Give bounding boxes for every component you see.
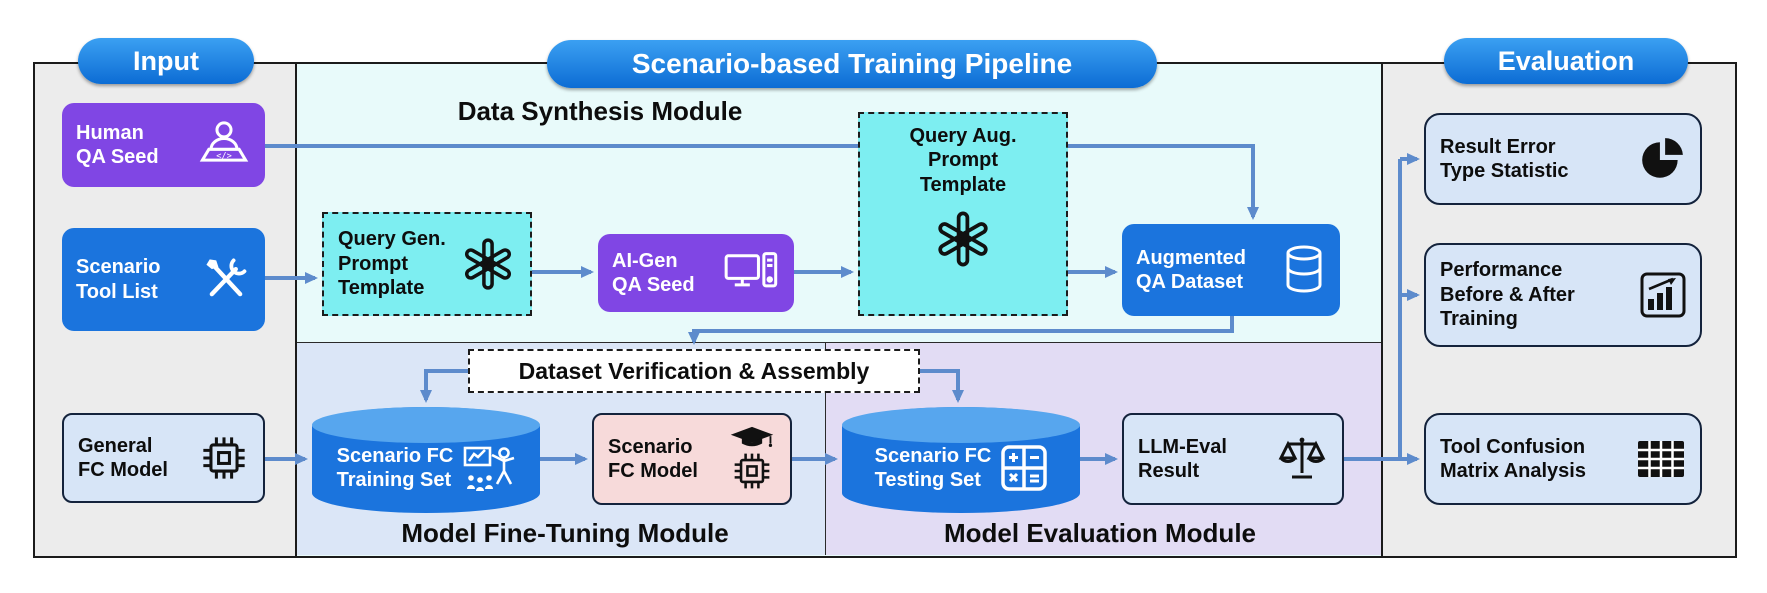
svg-text:</>: </> [216,152,232,162]
tool-confusion-matrix-label: Tool Confusion Matrix Analysis [1440,435,1586,482]
performance-before-after-label: Performance Before & After Training [1440,259,1575,331]
bar-chart-icon [1640,272,1686,318]
dataset-verification-node: Dataset Verification & Assembly [468,349,920,393]
result-error-statistic-node: Result Error Type Statistic [1424,113,1702,205]
scenario-tool-list-label: Scenario Tool List [76,256,161,303]
ai-gen-qa-seed-label: AI-Gen QA Seed [612,249,695,296]
pie-chart-icon [1638,135,1686,183]
graduation-cap-chip-icon [728,426,776,492]
human-qa-seed-node: Human QA Seed </> [62,103,265,187]
llm-eval-result-node: LLM-Eval Result [1122,413,1344,505]
computer-workstation-icon [724,251,780,295]
evaluation-section-title: Evaluation [1444,38,1688,84]
calculator-icon [1001,445,1048,491]
fine-tuning-module-title: Model Fine-Tuning Module [401,518,729,548]
scenario-fc-testing-set-node: Scenario FC Testing Set [842,407,1080,513]
pipeline-section-title: Scenario-based Training Pipeline [547,40,1157,88]
input-section-title: Input [78,38,254,84]
query-gen-template-node: Query Gen. Prompt Template [322,212,532,316]
scenario-tool-list-node: Scenario Tool List [62,228,265,331]
general-fc-model-node: General FC Model [62,413,265,503]
general-fc-model-label: General FC Model [78,434,168,481]
query-gen-template-label: Query Gen. Prompt Template [338,228,446,300]
table-grid-icon [1636,439,1686,479]
human-qa-seed-label: Human QA Seed [76,121,159,168]
augmented-qa-dataset-label: Augmented QA Dataset [1136,246,1246,293]
scenario-fc-model-node: Scenario FC Model [592,413,792,505]
database-icon [1282,244,1326,296]
training-set-label: Scenario FC Training Set [336,444,454,491]
teacher-presentation-icon [463,445,515,491]
tool-confusion-matrix-node: Tool Confusion Matrix Analysis [1424,413,1702,505]
result-error-statistic-label: Result Error Type Statistic [1440,135,1569,182]
scenario-fc-training-set-node: Scenario FC Training Set [312,407,540,513]
query-aug-template-node: Query Aug. Prompt Template [858,112,1068,316]
dataset-verification-label: Dataset Verification & Assembly [518,357,870,384]
openai-logo-icon [933,209,993,269]
performance-before-after-node: Performance Before & After Training [1424,243,1702,347]
query-aug-template-label: Query Aug. Prompt Template [909,125,1017,196]
augmented-qa-dataset-node: Augmented QA Dataset [1122,224,1340,316]
llm-eval-result-label: LLM-Eval Result [1138,435,1227,482]
person-at-laptop-icon: </> [197,120,251,170]
crossed-tools-icon [201,255,251,305]
ai-gen-qa-seed-node: AI-Gen QA Seed [598,234,794,312]
scenario-fc-model-label: Scenario FC Model [608,435,698,482]
evaluation-module-title: Model Evaluation Module [943,518,1256,548]
balance-scale-icon [1276,435,1328,483]
openai-logo-icon [460,236,516,292]
data-synthesis-module-title: Data Synthesis Module [457,96,743,126]
testing-set-label: Scenario FC Testing Set [874,444,992,491]
chip-icon [199,433,249,483]
